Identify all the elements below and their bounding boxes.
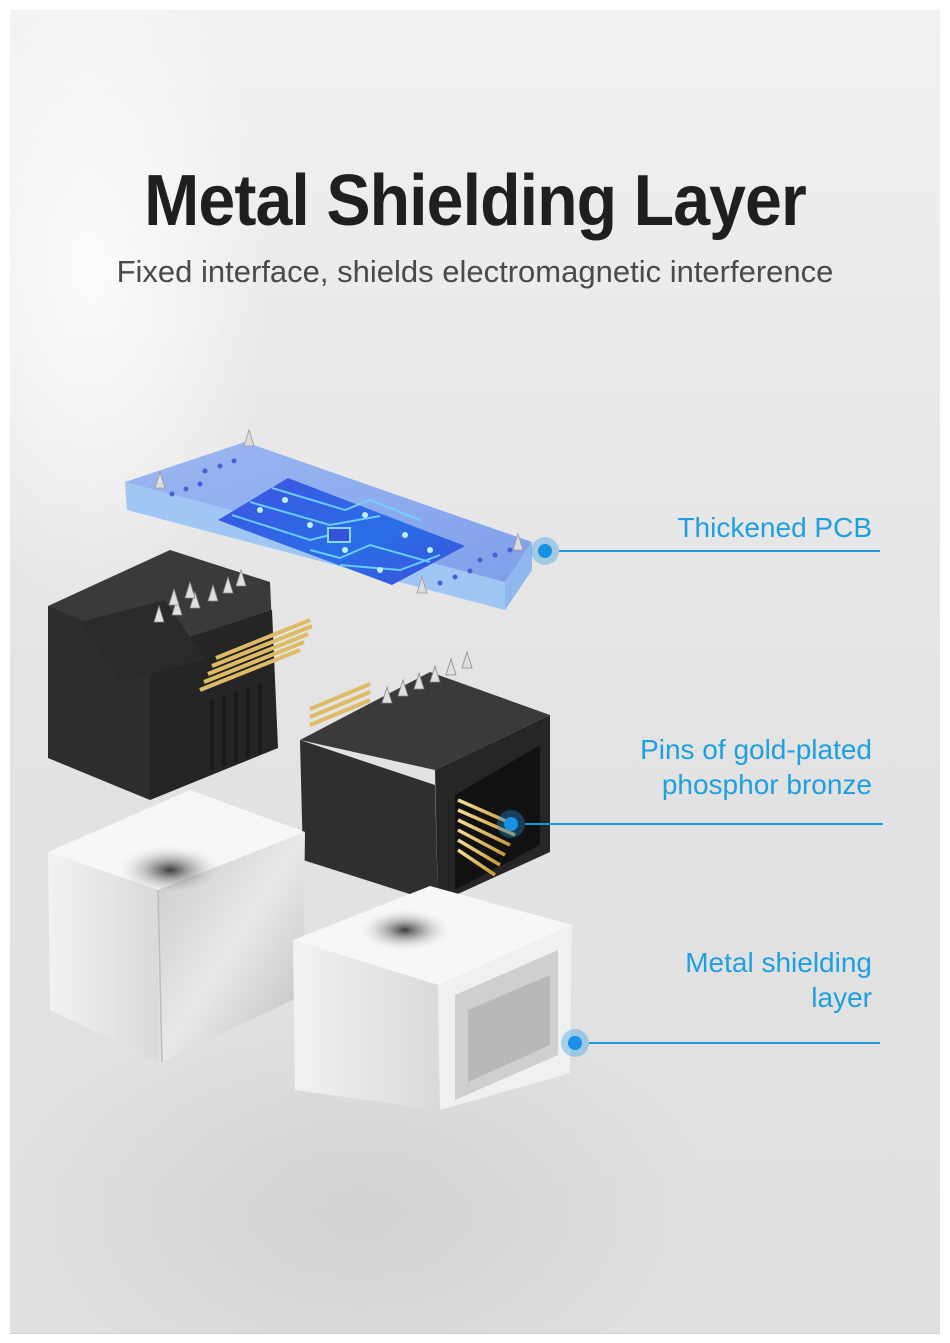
pins-callout-label: Pins of gold-plated phosphor bronze: [640, 732, 872, 802]
page-subtitle: Fixed interface, shields electromagnetic…: [116, 254, 834, 289]
right-rj45-jack: [300, 650, 550, 903]
pcb-callout-marker: [531, 537, 559, 565]
shield-callout-line1: Metal shielding: [685, 947, 872, 978]
pins-callout-marker: [497, 810, 525, 838]
shield-callout-line: [589, 1042, 880, 1044]
page-title: Metal Shielding Layer: [144, 161, 807, 241]
shield-callout-label: Metal shielding layer: [685, 945, 872, 1015]
pins-callout-line2: phosphor bronze: [661, 769, 872, 800]
left-metal-shell: [48, 790, 305, 1063]
product-banner: Metal Shielding Layer Fixed interface, s…: [10, 10, 940, 1334]
exploded-connector-illustration: [48, 428, 572, 1110]
left-rj45-jack: [48, 550, 313, 800]
pcb-callout-label: Thickened PCB: [677, 512, 872, 543]
right-metal-shell: [293, 886, 572, 1110]
pcb-board: [125, 428, 532, 610]
pins-callout-line: [525, 823, 883, 825]
shield-callout-marker: [561, 1029, 589, 1057]
pins-callout-line1: Pins of gold-plated: [640, 734, 872, 765]
shield-callout-line2: layer: [811, 982, 872, 1013]
pcb-callout-line: [559, 550, 880, 552]
